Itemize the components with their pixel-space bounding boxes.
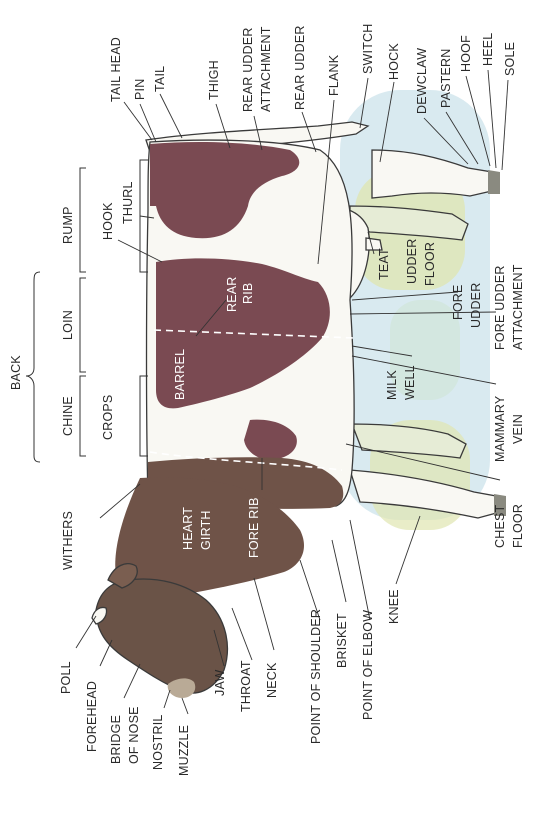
label-heart-girth-2: GIRTH [199, 510, 213, 550]
label-back: BACK [9, 355, 23, 390]
label-thurl: THURL [121, 181, 135, 224]
label-neck: NECK [265, 662, 279, 698]
leader-poll [76, 616, 96, 648]
label-udder-floor-2: FLOOR [423, 242, 437, 286]
label-chine: CHINE [61, 396, 75, 436]
label-sole: SOLE [503, 42, 517, 76]
label-mammary-vein-2: VEIN [511, 414, 525, 444]
leader-throat [232, 608, 252, 660]
label-jaw: JAW [213, 669, 227, 696]
label-hook: HOOK [101, 202, 115, 240]
label-point-of-elbow: POINT OF ELBOW [361, 610, 375, 720]
label-teat: TEAT [377, 248, 391, 280]
label-nostril: NOSTRIL [151, 714, 165, 770]
leader-muzzle [182, 698, 188, 714]
label-tail: TAIL [153, 66, 167, 92]
label-milk-well-2: WELL [403, 365, 417, 400]
label-thigh: THIGH [207, 60, 221, 100]
label-fore-rib: FORE RIB [247, 497, 261, 558]
label-hoof: HOOF [459, 35, 473, 72]
label-rear-rib-1: REAR [225, 276, 239, 312]
label-rump: RUMP [61, 206, 75, 244]
label-fore-udder-2: UDDER [469, 283, 483, 328]
chine-bracket [80, 376, 86, 456]
label-knee: KNEE [387, 589, 401, 624]
leader-pin [140, 104, 156, 142]
label-brisket: BRISKET [335, 613, 349, 668]
label-rear-udder-attachment-2: ATTACHMENT [259, 26, 273, 112]
leader-nostril [164, 690, 170, 708]
rump-bracket [80, 168, 86, 272]
label-tail-head: TAIL HEAD [109, 37, 123, 102]
leader-point-of-elbow [350, 520, 370, 620]
label-point-of-shoulder: POINT OF SHOULDER [309, 609, 323, 744]
hoof-hind [488, 170, 500, 194]
label-barrel: BARREL [173, 349, 187, 400]
label-milk-well-1: MILK [385, 370, 399, 400]
leader-neck [254, 578, 274, 650]
label-pastern: PASTERN [439, 48, 453, 108]
label-chest-floor-2: FLOOR [511, 504, 525, 548]
label-fore-udder-attachment-2: ATTACHMENT [511, 264, 525, 350]
label-udder-floor-1: UDDER [405, 239, 419, 284]
leader-forehead [100, 640, 112, 666]
leader-bridge [124, 664, 140, 698]
leader-sole [502, 80, 508, 170]
label-mammary-vein-1: MAMMARY [493, 395, 507, 462]
label-forehead: FOREHEAD [85, 681, 99, 752]
label-poll: POLL [59, 661, 73, 694]
label-throat: THROAT [239, 660, 253, 712]
label-pin: PIN [133, 79, 147, 100]
label-bridge-of-nose-1: BRIDGE [109, 715, 123, 764]
label-crops: CROPS [101, 395, 115, 440]
label-heart-girth-1: HEART [181, 507, 195, 550]
label-switch: SWITCH [361, 24, 375, 75]
leader-tail-head [124, 102, 152, 140]
label-rear-rib-2: RIB [241, 283, 255, 304]
leader-tail [160, 94, 182, 138]
label-rear-udder: REAR UDDER [293, 25, 307, 110]
label-rear-udder-attachment-1: REAR UDDER [241, 27, 255, 112]
label-flank: FLANK [327, 54, 341, 96]
label-loin: LOIN [61, 310, 75, 340]
label-dewclaw: DEWCLAW [415, 48, 429, 114]
label-chest-floor-1: CHEST [493, 504, 507, 548]
leader-brisket [332, 540, 346, 602]
cow-head [96, 579, 227, 693]
label-withers: WITHERS [61, 511, 75, 570]
label-heel: HEEL [481, 33, 495, 66]
loin-bracket [80, 278, 86, 372]
back-bracket [26, 272, 40, 462]
label-hock: HOCK [387, 43, 401, 80]
label-bridge-of-nose-2: OF NOSE [127, 706, 141, 764]
label-muzzle: MUZZLE [177, 725, 191, 776]
label-fore-udder-attachment-1: FORE UDDER [493, 265, 507, 350]
label-fore-udder-1: FORE [451, 284, 465, 320]
